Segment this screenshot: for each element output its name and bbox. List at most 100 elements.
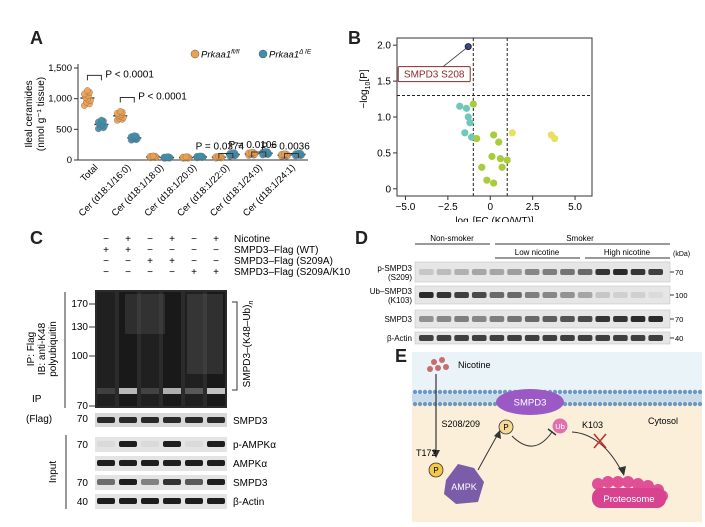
panel-label-a: A xyxy=(30,28,43,48)
condition-label: SMPD3–Flag (S209A) xyxy=(234,256,333,267)
blot-band xyxy=(560,269,575,275)
volcano-point xyxy=(461,129,469,137)
kda-label: (kDa) xyxy=(673,251,690,258)
membrane-head xyxy=(472,389,478,395)
data-point xyxy=(149,152,157,160)
row-label: Ub–SMPD3 xyxy=(370,287,413,296)
inhibition-arc xyxy=(511,431,553,447)
membrane-head xyxy=(667,401,673,407)
mw-label: 40 xyxy=(675,334,683,343)
ip-flag-label2: (Flag) xyxy=(26,414,52,425)
phospho-label: P xyxy=(503,423,508,432)
blot-band xyxy=(595,292,611,298)
membrane-head xyxy=(442,401,448,407)
ub-bracket-label: SMPD3–(K48–Ub)n xyxy=(242,301,255,388)
ub-label-sub: n xyxy=(248,301,255,305)
blot-band xyxy=(119,441,137,447)
pvalue-bracket xyxy=(251,151,267,158)
membrane-head xyxy=(622,389,628,395)
pvalue-label: P = 0.0106 xyxy=(228,140,277,151)
data-point xyxy=(116,108,124,115)
membrane-head xyxy=(602,389,608,395)
blot-band xyxy=(436,269,452,275)
proteosome-subunit xyxy=(632,478,644,490)
nicotine-molecule xyxy=(439,357,445,363)
legend-label: Prkaa1fl/fl xyxy=(201,49,240,61)
membrane-head xyxy=(587,401,593,407)
blot-light-region xyxy=(125,294,165,334)
membrane-head xyxy=(597,389,603,395)
membrane-head xyxy=(657,401,663,407)
blot-band xyxy=(119,460,137,466)
blot-band xyxy=(542,292,558,298)
blot-band xyxy=(560,335,575,341)
blot-band xyxy=(163,388,181,394)
blot-band xyxy=(648,269,663,275)
blot-light-region xyxy=(187,294,223,374)
y-tick-label: 500 xyxy=(56,124,72,135)
volcano-point xyxy=(496,155,505,163)
volcano-point xyxy=(490,179,498,187)
blot-band xyxy=(507,269,522,275)
x-label-part: log xyxy=(455,216,468,222)
block-mark xyxy=(593,433,607,449)
blot-band xyxy=(630,292,646,298)
mw-label: 100 xyxy=(675,291,688,300)
blot-band xyxy=(524,292,540,298)
membrane-head xyxy=(637,401,643,407)
condition-mark: − xyxy=(103,267,109,278)
blot-band xyxy=(613,335,628,341)
legend-sup: Δ IE xyxy=(298,49,312,56)
membrane-head xyxy=(662,389,668,395)
blot-band xyxy=(97,479,115,485)
blot-name: β-Actin xyxy=(233,497,264,508)
mw-label: 70 xyxy=(77,440,89,451)
membrane-head xyxy=(652,401,658,407)
membrane-head xyxy=(557,389,563,395)
membrane-head xyxy=(692,401,698,407)
membrane-head xyxy=(587,389,593,395)
membrane-head xyxy=(627,401,633,407)
membrane-head xyxy=(632,401,638,407)
blot-band xyxy=(471,335,487,341)
blot-band xyxy=(163,417,181,423)
membrane-head xyxy=(497,389,503,395)
membrane-head xyxy=(412,389,418,395)
data-point xyxy=(163,153,171,161)
data-point xyxy=(98,116,105,124)
membrane-head xyxy=(457,389,463,395)
smpd3-label: SMPD3 xyxy=(514,398,547,409)
membrane-head xyxy=(467,389,473,395)
volcano-point xyxy=(498,163,506,171)
membrane-head xyxy=(582,389,588,395)
condition-mark: − xyxy=(125,267,131,278)
legend-label: Prkaa1Δ IE xyxy=(269,49,312,61)
panel-label-c: C xyxy=(30,228,43,248)
blot-band xyxy=(595,316,611,322)
blot-band xyxy=(185,417,203,423)
ip-label-line: IP: Flag xyxy=(26,332,37,366)
membrane-head xyxy=(462,389,468,395)
membrane-head xyxy=(642,389,648,395)
mw-label: 70 xyxy=(675,315,683,324)
mw-label: 70 xyxy=(77,414,89,425)
membrane-head xyxy=(447,401,453,407)
mw-label: 70 xyxy=(77,401,89,412)
condition-mark: − xyxy=(125,256,131,267)
data-point xyxy=(196,152,204,160)
membrane-head xyxy=(447,389,453,395)
blot-band xyxy=(163,460,181,466)
condition-mark: − xyxy=(169,245,175,256)
y-tick-label: 1,000 xyxy=(48,94,72,105)
x-tick-label: −2.5 xyxy=(438,202,458,213)
blot-band xyxy=(560,316,575,322)
condition-mark: + xyxy=(213,267,219,278)
blot-band xyxy=(207,441,225,447)
membrane-head xyxy=(667,389,673,395)
condition-mark: + xyxy=(169,256,175,267)
condition-mark: + xyxy=(169,234,175,245)
degradation-arrowhead xyxy=(618,466,626,476)
membrane-head xyxy=(417,401,423,407)
group-label: Smoker xyxy=(566,234,594,243)
membrane-head xyxy=(612,389,618,395)
